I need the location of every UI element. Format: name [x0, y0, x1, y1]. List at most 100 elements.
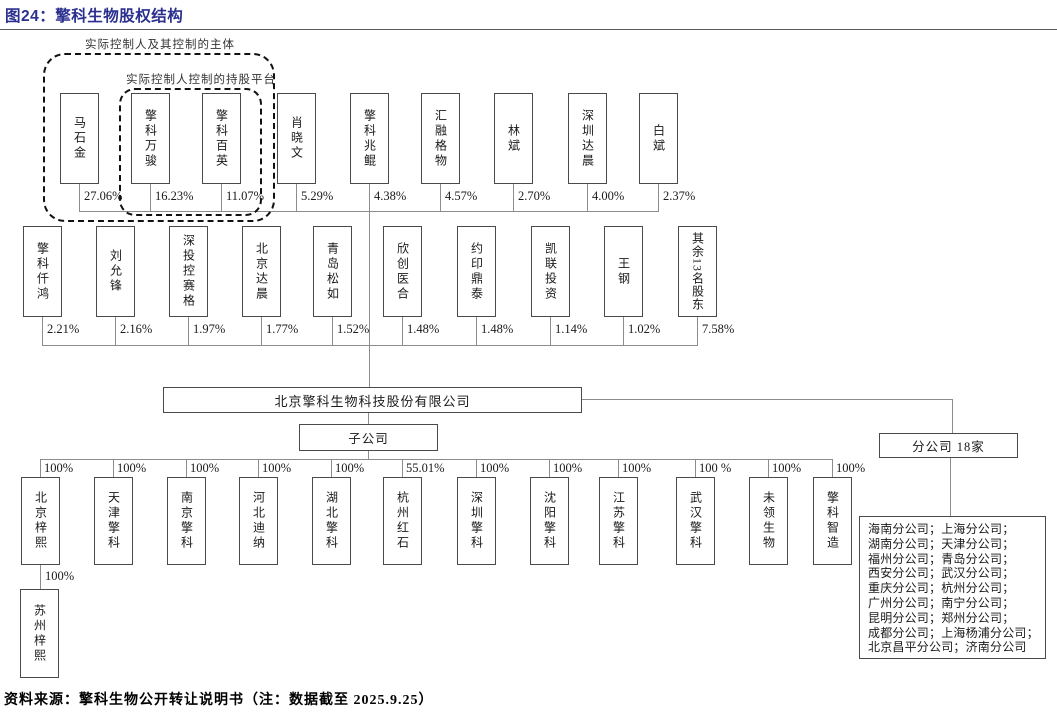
- connector-line: [618, 459, 619, 477]
- shareholder-box: 汇融格物: [421, 93, 460, 184]
- subsidiary-box: 深圳擎科: [457, 477, 496, 565]
- shareholder-box: 马石金: [60, 93, 99, 184]
- connector-line: [40, 459, 832, 460]
- shareholder-box: 擎科仟鸿: [23, 226, 62, 317]
- subsidiary-box: 北京梓熙: [21, 477, 60, 565]
- connector-line: [186, 459, 187, 477]
- ownership-pct: 55.01%: [406, 461, 445, 475]
- connector-line: [582, 399, 952, 400]
- shareholder-box: 青岛松如: [313, 226, 352, 317]
- subsidiary-box: 擎科智造: [813, 477, 852, 565]
- connector-line: [402, 459, 403, 477]
- ownership-pct: 2.16%: [120, 322, 153, 336]
- shareholder-box: 凯联投资: [531, 226, 570, 317]
- branch-list-line: 北京昌平分公司；济南分公司: [868, 640, 1027, 655]
- connector-line: [440, 184, 441, 211]
- title-divider: [0, 29, 1057, 30]
- ownership-pct: 1.48%: [407, 322, 440, 336]
- ownership-pct: 100 %: [699, 461, 732, 475]
- connector-line: [832, 459, 833, 477]
- shareholder-box: 王钢: [604, 226, 643, 317]
- connector-line: [40, 459, 41, 477]
- connector-line: [402, 317, 403, 345]
- ownership-pct: 1.52%: [337, 322, 370, 336]
- branch-list-line: 湖南分公司；天津分公司；: [868, 536, 1015, 551]
- connector-line: [296, 184, 297, 211]
- connector-line: [952, 399, 953, 433]
- connector-line: [476, 459, 477, 477]
- ownership-pct: 4.57%: [445, 189, 478, 203]
- subsidiary-box: 武汉擎科: [676, 477, 715, 565]
- connector-line: [40, 565, 41, 589]
- ownership-pct: 100%: [44, 461, 74, 475]
- ownership-pct: 27.06%: [84, 189, 123, 203]
- shareholder-box: 约印鼎泰: [457, 226, 496, 317]
- ownership-pct: 100%: [262, 461, 292, 475]
- shareholder-box: 北京达晨: [242, 226, 281, 317]
- shareholder-box: 欣创医合: [383, 226, 422, 317]
- shareholder-box: 深圳达晨: [568, 93, 607, 184]
- subsidiary-box: 湖北擎科: [312, 477, 351, 565]
- connector-line: [332, 317, 333, 345]
- connector-line: [587, 184, 588, 211]
- subsidiary-box: 苏州梓熙: [20, 589, 59, 678]
- connector-line: [368, 451, 369, 460]
- holding-platform-group-frame: [119, 88, 262, 216]
- subsidiary-box: 河北迪纳: [239, 477, 278, 565]
- shareholder-box: 刘允锋: [96, 226, 135, 317]
- branch-list-line: 昆明分公司；郑州分公司；: [868, 610, 1015, 625]
- ownership-pct: 2.70%: [518, 189, 551, 203]
- ownership-pct: 100%: [836, 461, 866, 475]
- holding-platform-group-label: 实际控制人控制的持股平台: [126, 74, 276, 86]
- connector-line: [79, 184, 80, 211]
- connector-line: [697, 317, 698, 345]
- ownership-pct: 5.29%: [301, 189, 334, 203]
- branch-list-line: 重庆分公司；杭州分公司；: [868, 581, 1015, 596]
- ownership-pct: 100%: [117, 461, 147, 475]
- ownership-pct: 16.23%: [155, 189, 194, 203]
- ownership-pct: 100%: [335, 461, 365, 475]
- ownership-pct: 2.37%: [663, 189, 696, 203]
- branch-list-box: 海南分公司；上海分公司； 湖南分公司；天津分公司； 福州分公司；青岛分公司； 西…: [859, 516, 1046, 659]
- ownership-pct: 100%: [622, 461, 652, 475]
- connector-line: [188, 317, 189, 345]
- connector-line: [261, 317, 262, 345]
- connector-line: [113, 459, 114, 477]
- ownership-pct: 1.14%: [555, 322, 588, 336]
- connector-line: [549, 459, 550, 477]
- connector-line: [369, 184, 370, 387]
- connector-line: [221, 184, 222, 211]
- shareholder-box: 白斌: [639, 93, 678, 184]
- connector-line: [368, 413, 369, 424]
- connector-line: [623, 317, 624, 345]
- connector-line: [658, 184, 659, 211]
- connector-line: [150, 184, 151, 211]
- ownership-pct: 100%: [772, 461, 802, 475]
- subsidiary-box: 沈阳擎科: [530, 477, 569, 565]
- ownership-pct: 100%: [45, 569, 75, 583]
- connector-line: [331, 459, 332, 477]
- branch-list-line: 海南分公司；上海分公司；: [868, 522, 1015, 536]
- branch-list-line: 西安分公司；武汉分公司；: [868, 566, 1015, 581]
- subsidiary-box: 天津擎科: [94, 477, 133, 565]
- ownership-pct: 1.77%: [266, 322, 299, 336]
- ownership-pct: 4.00%: [592, 189, 625, 203]
- subsidiary-box: 未领生物: [749, 477, 788, 565]
- ownership-pct: 7.58%: [702, 322, 735, 336]
- connector-line: [768, 459, 769, 477]
- connector-line: [513, 184, 514, 211]
- ownership-pct: 1.97%: [193, 322, 226, 336]
- ownership-pct: 11.07%: [226, 189, 265, 203]
- branch-list-line: 福州分公司；青岛分公司；: [868, 551, 1015, 566]
- source-note: 资料来源：擎科生物公开转让说明书（注：数据截至 2025.9.25）: [4, 693, 434, 708]
- ownership-pct: 1.48%: [481, 322, 514, 336]
- connector-line: [550, 317, 551, 345]
- figure-title: 图24：擎科生物股权结构: [5, 8, 184, 25]
- connector-line: [950, 458, 951, 516]
- subsidiary-header-box: 子公司: [299, 424, 438, 451]
- connector-line: [258, 459, 259, 477]
- subsidiary-box: 杭州红石: [383, 477, 422, 565]
- shareholder-box: 林斌: [494, 93, 533, 184]
- ownership-pct: 100%: [480, 461, 510, 475]
